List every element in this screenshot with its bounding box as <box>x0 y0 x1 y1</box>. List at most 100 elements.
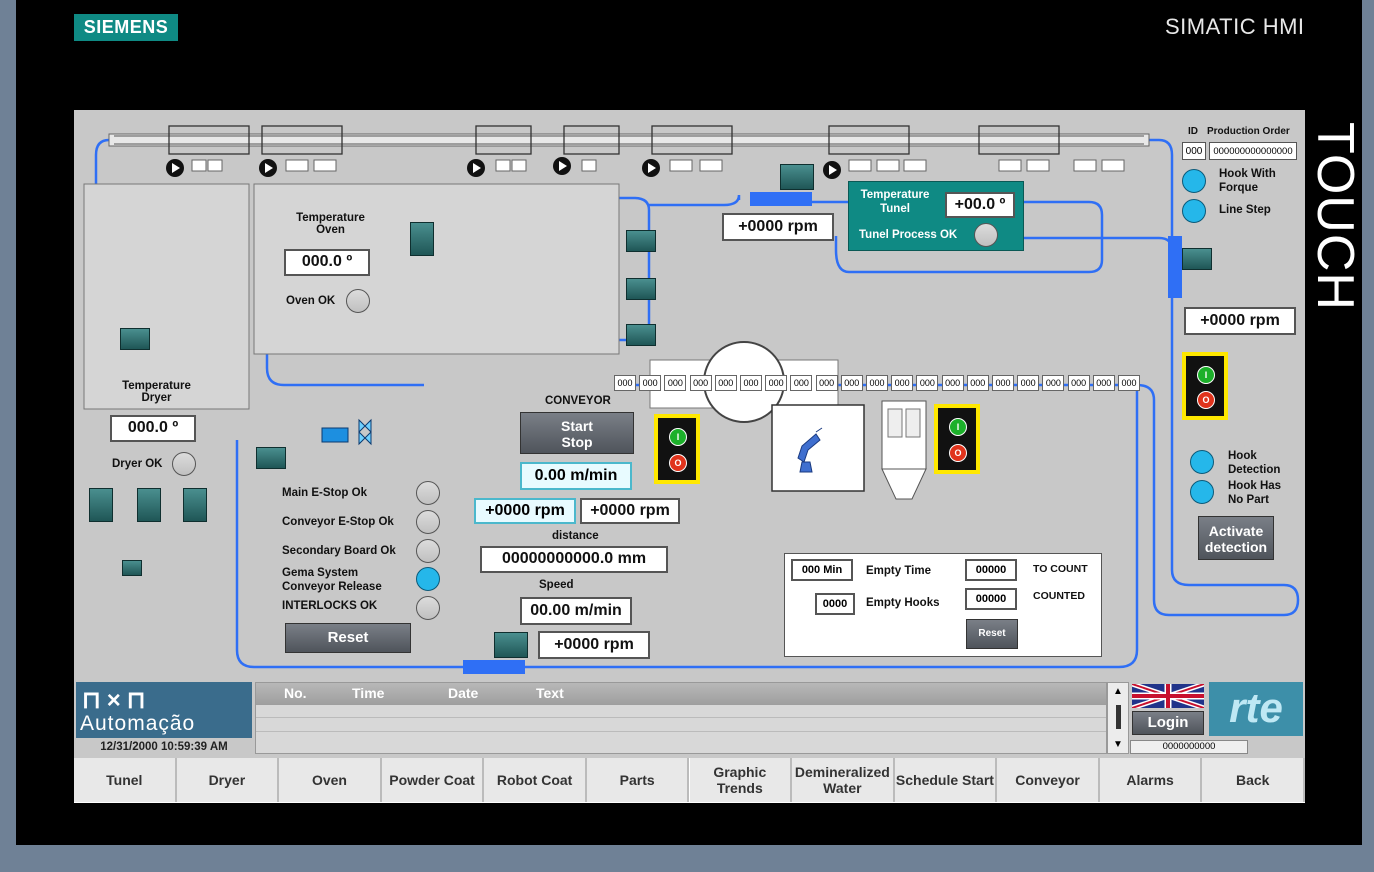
conveyor-line-diagram <box>83 125 1300 674</box>
alarm-table[interactable]: No. Time Date Text <box>255 682 1107 754</box>
hook-counter-cell: 000 <box>1067 375 1090 391</box>
nav-button-parts[interactable]: Parts <box>586 758 690 802</box>
secondary-board-label: Secondary Board Ok <box>282 545 396 557</box>
production-order-label: Production Order <box>1207 126 1290 137</box>
start-stop-button[interactable]: Start Stop <box>520 412 634 454</box>
nav-button-powder-coat[interactable]: Powder Coat <box>381 758 485 802</box>
hook-counter-cell: 000 <box>689 375 712 391</box>
hook-counter-cell: 000 <box>916 375 939 391</box>
empty-time-value: 000 Min <box>791 559 853 581</box>
simatic-hmi-label: SIMATIC HMI <box>1165 14 1305 39</box>
hook-detection-indicator <box>1190 450 1214 474</box>
fan-motor-icon <box>183 488 207 522</box>
nav-button-conveyor[interactable]: Conveyor <box>997 758 1100 802</box>
conveyor-estop-indicator <box>416 510 440 534</box>
login-button[interactable]: Login <box>1132 711 1204 735</box>
hook-counter-cell: 000 <box>992 375 1014 391</box>
speed-label: Speed <box>539 579 574 591</box>
to-count-value: 00000 <box>965 559 1017 581</box>
hook-counter-cell: 000 <box>1042 375 1065 391</box>
hook-has-no-part-indicator <box>1190 480 1214 504</box>
nav-button-dryer[interactable]: Dryer <box>176 758 280 802</box>
production-order-field[interactable]: 000000000000000 <box>1209 142 1297 160</box>
siemens-logo: SIEMENS <box>74 14 178 41</box>
nav-button-oven[interactable]: Oven <box>279 758 382 802</box>
line-motor-icon <box>1182 248 1212 270</box>
hook-counter-cell: 000 <box>866 375 888 391</box>
booth-traffic-light: I O <box>934 404 980 474</box>
nav-button-demineralized-water[interactable]: Demineralized Water <box>792 758 895 802</box>
hook-counter-cell: 000 <box>664 375 687 391</box>
nav-button-robot-coat[interactable]: Robot Coat <box>484 758 587 802</box>
column-no: No. <box>284 685 307 701</box>
hook-detection-label: Hook Detection <box>1228 450 1281 476</box>
oven-temperature-title: Temperature Oven <box>296 212 365 236</box>
datetime-display: 12/31/2000 10:59:39 AM <box>76 738 252 756</box>
hook-with-forque-label: Hook With Forque <box>1219 168 1276 194</box>
empty-time-label: Empty Time <box>866 565 931 577</box>
counter-reset-button[interactable]: Reset <box>966 619 1018 649</box>
hook-counter-cell: 000 <box>840 375 863 391</box>
column-date: Date <box>448 685 479 701</box>
empty-hooks-value: 0000 <box>815 593 855 615</box>
axn-logo: ⊓×⊓ Automação <box>76 682 252 738</box>
tunel-rpm-value: +0000 rpm <box>722 213 834 241</box>
axn-logo-area: ⊓×⊓ Automação 12/31/2000 10:59:39 AM <box>76 682 252 756</box>
activate-detection-button[interactable]: Activate detection <box>1198 516 1274 560</box>
fan-motor-icon <box>89 488 113 522</box>
red-lamp-icon: O <box>949 444 967 462</box>
nav-button-graphic-trends[interactable]: Graphic Trends <box>689 758 793 802</box>
nav-button-alarms[interactable]: Alarms <box>1099 758 1203 802</box>
oven-motor-icon <box>410 222 434 256</box>
hook-counter-cell: 000 <box>1092 375 1115 391</box>
green-lamp-icon: I <box>949 418 967 436</box>
hook-counter-cell: 000 <box>614 375 636 391</box>
red-lamp-icon: O <box>1197 391 1215 409</box>
oven-ok-label: Oven OK <box>286 295 336 307</box>
tunel-process-ok-label: Tunel Process OK <box>859 229 958 241</box>
hook-counter-cell: 000 <box>815 375 838 391</box>
id-label: ID <box>1188 126 1198 137</box>
reset-button[interactable]: Reset <box>285 623 411 653</box>
line-step-label: Line Step <box>1219 204 1271 216</box>
motor-icon <box>626 324 656 346</box>
touch-label: TOUCH <box>1305 112 1364 311</box>
nav-button-tunel[interactable]: Tunel <box>74 758 177 802</box>
hook-counter-cell: 000 <box>790 375 813 391</box>
nav-button-schedule-start[interactable]: Schedule Start <box>894 758 998 802</box>
distance-value: 00000000000.0 mm <box>480 546 668 573</box>
hook-counter-cell: 000 <box>714 375 737 391</box>
fan-motor-icon <box>137 488 161 522</box>
login-user-field: 0000000000 <box>1130 740 1248 754</box>
scroll-thumb[interactable] <box>1116 705 1121 729</box>
scroll-down-icon[interactable]: ▼ <box>1113 739 1123 750</box>
alarm-scrollbar[interactable]: ▲ ▼ <box>1107 682 1129 754</box>
uk-flag-icon[interactable] <box>1131 681 1205 711</box>
interlocks-ok-indicator <box>416 596 440 620</box>
hook-counter-cell: 000 <box>1017 375 1040 391</box>
line-step-indicator <box>1182 199 1206 223</box>
scroll-up-icon[interactable]: ▲ <box>1113 686 1123 697</box>
conveyor-rpm-setpoint-field[interactable]: +0000 rpm <box>474 498 576 524</box>
powder-booth-icon <box>880 399 928 503</box>
hook-with-forque-indicator <box>1182 169 1206 193</box>
column-text: Text <box>536 685 564 701</box>
speed-value: 00.00 m/min <box>520 597 632 625</box>
oven-ok-indicator <box>346 289 370 313</box>
distance-label: distance <box>552 530 599 542</box>
tunel-temperature-title: Temperature Tunel <box>860 189 930 215</box>
robot-arm-icon <box>786 422 826 474</box>
tunel-process-ok-indicator <box>974 223 998 247</box>
counted-label: COUNTED <box>1033 590 1085 602</box>
conveyor-title: CONVEYOR <box>545 395 611 407</box>
tunel-panel: Temperature Tunel +00.0 º Tunel Process … <box>848 181 1024 251</box>
empty-hooks-label: Empty Hooks <box>866 597 940 609</box>
hook-counter-cell: 000 <box>941 375 964 391</box>
alarm-table-header: No. Time Date Text <box>256 683 1106 705</box>
green-lamp-icon: I <box>669 428 687 446</box>
speed-setpoint-field[interactable]: 0.00 m/min <box>520 462 632 490</box>
id-field[interactable]: 000 <box>1182 142 1206 160</box>
drive-rpm-value: +0000 rpm <box>538 631 650 659</box>
conveyor-rpm-actual-value: +0000 rpm <box>580 498 680 524</box>
nav-button-back[interactable]: Back <box>1202 758 1305 802</box>
